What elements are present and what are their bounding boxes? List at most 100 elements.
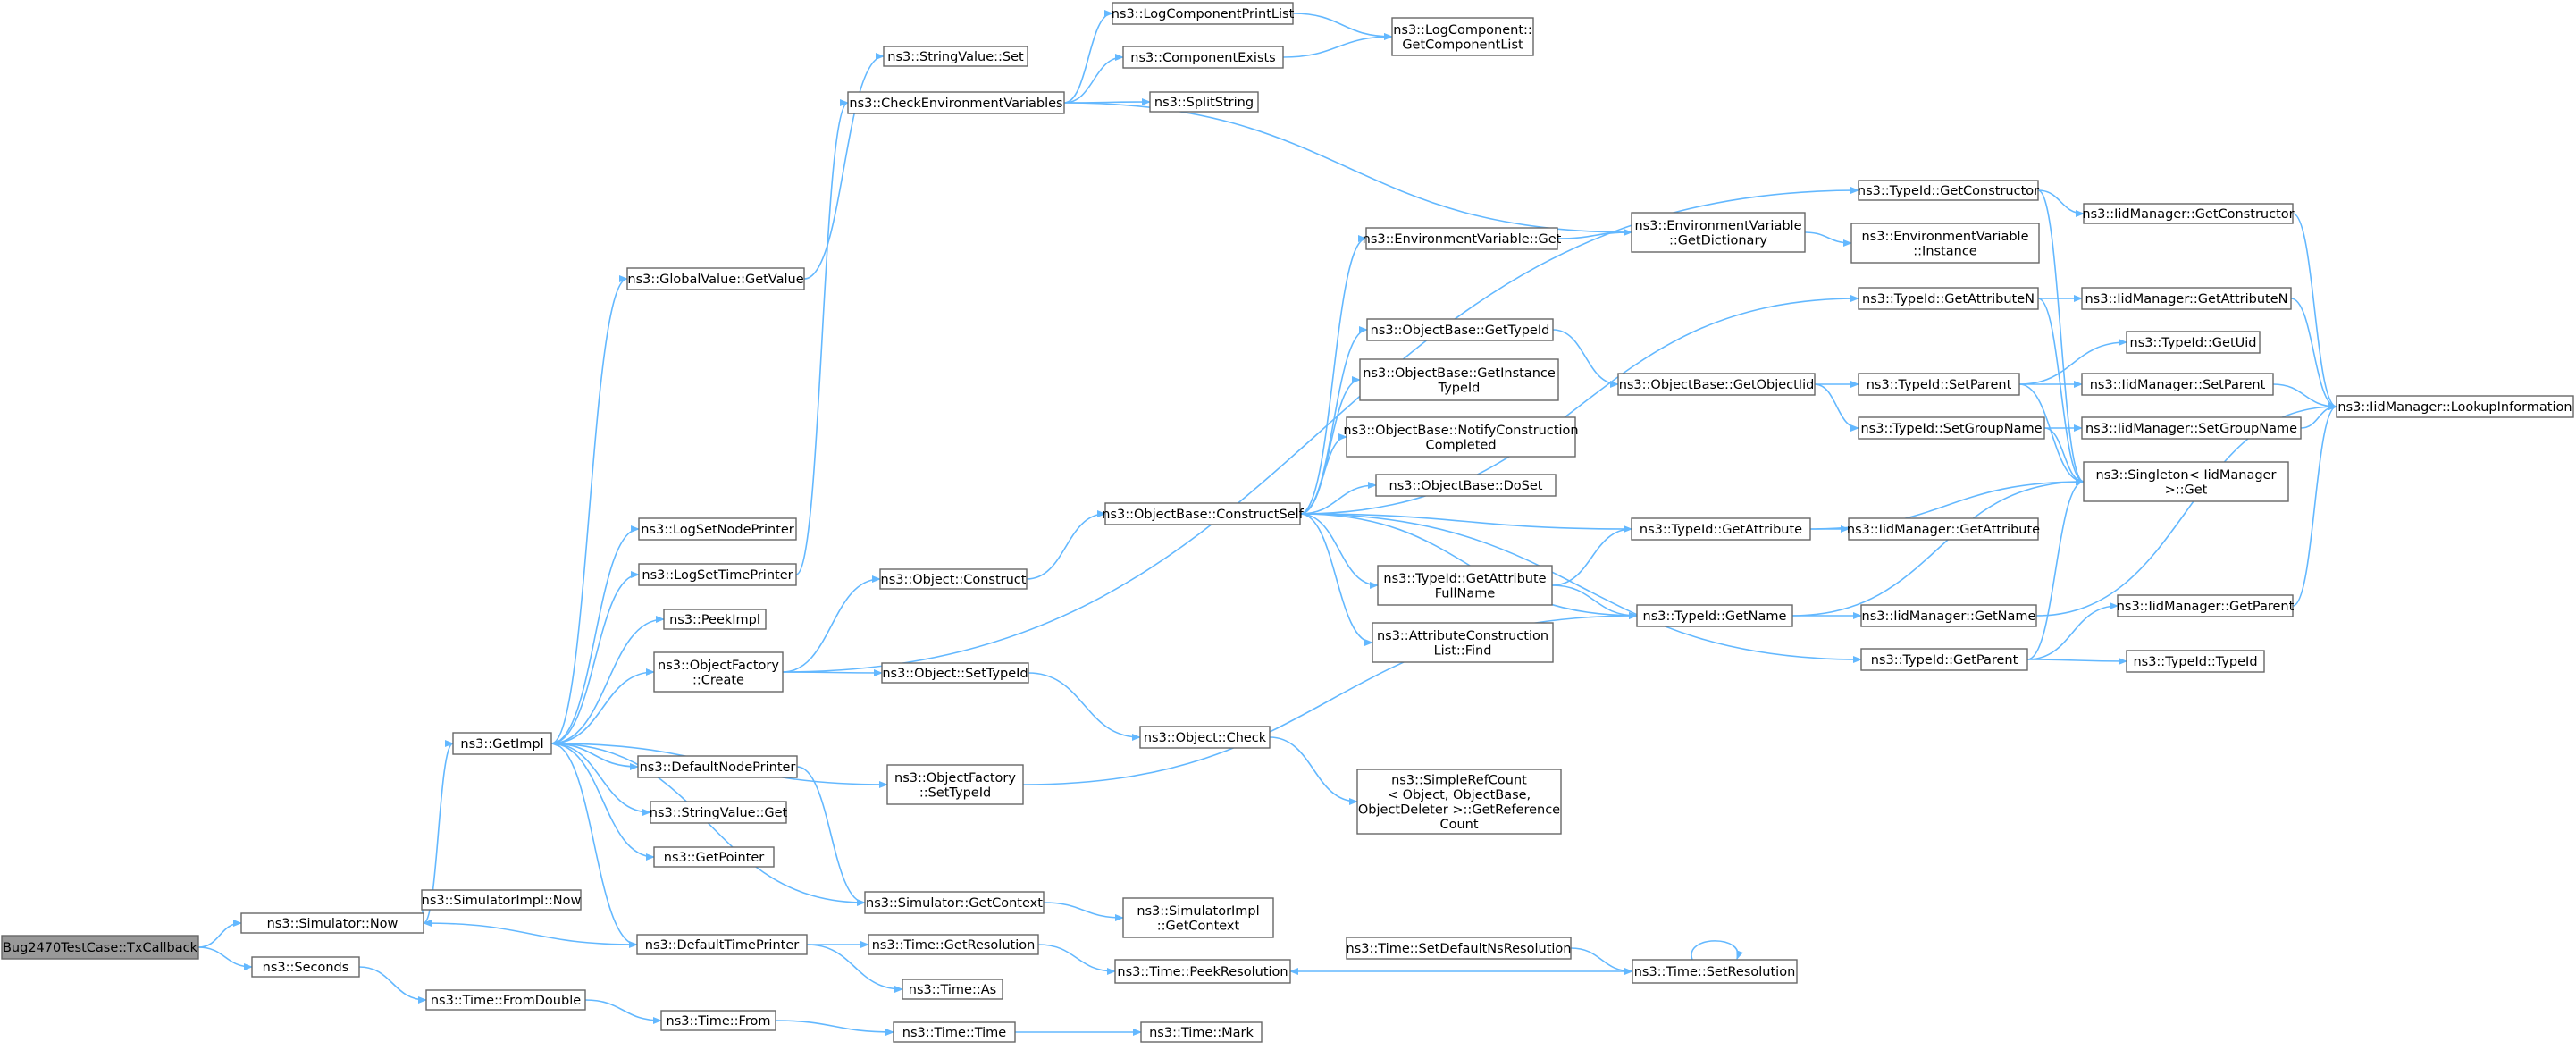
edge-obgettypeid-to-obgetobjectiid: [1552, 329, 1619, 388]
node-seconds[interactable]: ns3::Seconds: [251, 956, 360, 978]
node-svget[interactable]: ns3::StringValue::Get: [650, 801, 788, 824]
node-defnodeprinter[interactable]: ns3::DefaultNodePrinter: [637, 755, 798, 778]
node-iidsetparent[interactable]: ns3::IidManager::SetParent: [2081, 373, 2274, 396]
node-label: ns3::DefaultTimePrinter: [645, 938, 799, 953]
node-timefrom[interactable]: ns3::Time::From: [660, 1010, 776, 1031]
node-box: [881, 662, 1029, 684]
node-tidgetuid[interactable]: ns3::TypeId::GetUid: [2126, 331, 2261, 354]
node-timesetdefres[interactable]: ns3::Time::SetDefaultNsResolution: [1346, 937, 1572, 960]
node-objconstruct[interactable]: ns3::Object::Construct: [879, 568, 1028, 590]
node-iidgetname[interactable]: ns3::IidManager::GetName: [1860, 604, 2037, 627]
node-obgetobjectiid[interactable]: ns3::ObjectBase::GetObjectIid: [1617, 373, 1816, 396]
node-singleton[interactable]: ns3::Singleton< IidManager>::Get: [2083, 461, 2289, 502]
node-lcprintlist[interactable]: ns3::LogComponentPrintList: [1112, 2, 1295, 25]
node-label: ::GetDictionary: [1669, 233, 1767, 248]
edge-obconstructself-to-tidgetparent: [1299, 513, 1862, 663]
node-iidsetgroup[interactable]: ns3::IidManager::SetGroupName: [2081, 416, 2302, 440]
node-compexists[interactable]: ns3::ComponentExists: [1122, 46, 1284, 69]
node-timesetres[interactable]: ns3::Time::SetResolution: [1632, 959, 1798, 984]
node-label: ns3::CheckEnvironmentVariables: [849, 97, 1062, 111]
node-label: ns3::Time::GetResolution: [872, 938, 1036, 953]
node-obnotify[interactable]: ns3::ObjectBase::NotifyConstructionCompl…: [1343, 416, 1579, 458]
node-tidgetparent[interactable]: ns3::TypeId::GetParent: [1860, 648, 2028, 671]
edge-ofcreate-to-tidgetconstructor: [782, 187, 1859, 673]
node-tidgetattrn[interactable]: ns3::TypeId::GetAttributeN: [1858, 287, 2039, 310]
node-timetime[interactable]: ns3::Time::Time: [893, 1021, 1016, 1043]
node-box: [653, 651, 784, 693]
node-envinstance[interactable]: ns3::EnvironmentVariable::Instance: [1850, 223, 2040, 264]
node-gvgetvalue[interactable]: ns3::GlobalValue::GetValue: [626, 267, 805, 290]
node-lcgetlist[interactable]: ns3::LogComponent::GetComponentList: [1391, 17, 1534, 56]
node-fromdouble[interactable]: ns3::Time::FromDouble: [425, 989, 586, 1011]
node-timeas[interactable]: ns3::Time::As: [902, 979, 1003, 1000]
node-obconstructself[interactable]: ns3::ObjectBase::ConstructSelf: [1102, 502, 1305, 525]
node-tidgetattr[interactable]: ns3::TypeId::GetAttribute: [1631, 517, 1811, 541]
node-box: [637, 755, 798, 778]
node-tidsetparent[interactable]: ns3::TypeId::SetParent: [1858, 373, 2020, 396]
node-simimplgetcontext[interactable]: ns3::SimulatorImpl::GetContext: [1122, 897, 1274, 938]
node-txcb[interactable]: Bug2470TestCase::TxCallback: [1, 935, 199, 960]
node-obdoset[interactable]: ns3::ObjectBase::DoSet: [1375, 474, 1557, 497]
edge-getimpl-to-svget: [550, 743, 651, 816]
node-getimpl[interactable]: ns3::GetImpl: [452, 732, 552, 755]
edge-tidsetparent-to-singleton: [2018, 383, 2085, 485]
node-obgettypeid[interactable]: ns3::ObjectBase::GetTypeId: [1366, 318, 1554, 341]
node-tidtypeid[interactable]: ns3::TypeId::TypeId: [2126, 650, 2265, 673]
node-getpointer[interactable]: ns3::GetPointer: [653, 846, 775, 868]
node-label: ns3::DefaultNodePrinter: [640, 760, 796, 775]
edge-gvgetvalue-to-svset: [803, 53, 885, 280]
node-logsetnode[interactable]: ns3::LogSetNodePrinter: [638, 517, 797, 541]
node-label: ::SetTypeId: [919, 785, 991, 800]
node-timemark[interactable]: ns3::Time::Mark: [1140, 1021, 1263, 1043]
node-splitstring[interactable]: ns3::SplitString: [1149, 91, 1259, 113]
node-simgetcontext[interactable]: ns3::Simulator::GetContext: [864, 891, 1045, 914]
node-tidgetconstructor[interactable]: ns3::TypeId::GetConstructor: [1858, 180, 2039, 201]
node-tidgetname[interactable]: ns3::TypeId::GetName: [1636, 604, 1793, 627]
node-box: [1858, 180, 2039, 201]
node-objsettypeid[interactable]: ns3::Object::SetTypeId: [881, 662, 1029, 684]
edge-objcheck-to-simplerefcount: [1269, 736, 1358, 805]
edge-timesetdefres-to-timesetres: [1570, 947, 1633, 975]
node-deftimeprinter[interactable]: ns3::DefaultTimePrinter: [636, 934, 808, 955]
node-logsettime[interactable]: ns3::LogSetTimePrinter: [638, 563, 797, 586]
node-envgetdict[interactable]: ns3::EnvironmentVariable::GetDictionary: [1631, 212, 1806, 253]
node-timegetres[interactable]: ns3::Time::GetResolution: [868, 934, 1039, 955]
node-iidgetattr[interactable]: ns3::IidManager::GetAttribute: [1847, 517, 2040, 541]
node-label: ns3::LogSetNodePrinter: [641, 523, 794, 537]
node-label: ns3::IidManager::GetAttributeN: [2085, 292, 2287, 307]
edge-getimpl-to-logsettime: [550, 571, 640, 744]
node-label: ns3::Simulator::GetContext: [866, 896, 1043, 911]
node-ofsettypeid[interactable]: ns3::ObjectFactory::SetTypeId: [886, 764, 1024, 805]
node-simplerefcount[interactable]: ns3::SimpleRefCount< Object, ObjectBase,…: [1356, 769, 1562, 835]
node-label: ns3::Time::SetResolution: [1634, 965, 1796, 979]
node-label: ns3::PeekImpl: [669, 613, 760, 627]
node-iidgetconstructor[interactable]: ns3::IidManager::GetConstructor: [2082, 203, 2295, 224]
edge-seconds-to-fromdouble: [358, 966, 427, 1004]
node-box: [902, 979, 1003, 1000]
node-label: ns3::GlobalValue::GetValue: [627, 273, 803, 287]
node-objcheck[interactable]: ns3::Object::Check: [1139, 726, 1271, 749]
node-checkenv[interactable]: ns3::CheckEnvironmentVariables: [847, 91, 1065, 114]
node-svset[interactable]: ns3::StringValue::Set: [883, 46, 1028, 67]
node-timepeekres[interactable]: ns3::Time::PeekResolution: [1114, 959, 1291, 984]
edge-tidgetconstructor-to-iidgetconstructor: [2037, 189, 2085, 217]
edge-getimpl-to-deftimeprinter: [550, 743, 638, 948]
node-envget[interactable]: ns3::EnvironmentVariable::Get: [1363, 227, 1562, 250]
edge-obconstructself-to-tidgetattrn: [1299, 295, 1859, 515]
node-iidgetattrn[interactable]: ns3::IidManager::GetAttributeN: [2081, 287, 2292, 310]
node-box: [1122, 897, 1274, 938]
edge-getimpl-to-logsetnode: [550, 525, 640, 744]
node-tidsetgroup[interactable]: ns3::TypeId::SetGroupName: [1858, 416, 2045, 440]
node-simnow[interactable]: ns3::Simulator::Now: [240, 912, 424, 934]
node-peekimpl[interactable]: ns3::PeekImpl: [663, 609, 767, 630]
edge-defnodeprinter-to-simgetcontext: [796, 766, 866, 906]
node-ofcreate[interactable]: ns3::ObjectFactory::Create: [653, 651, 784, 693]
node-iidgetparent[interactable]: ns3::IidManager::GetParent: [2117, 594, 2295, 617]
node-simimplnow[interactable]: ns3::SimulatorImpl::Now: [421, 889, 582, 911]
node-box: [452, 732, 552, 755]
node-iidlookup[interactable]: ns3::IidManager::LookupInformation: [2336, 395, 2574, 418]
